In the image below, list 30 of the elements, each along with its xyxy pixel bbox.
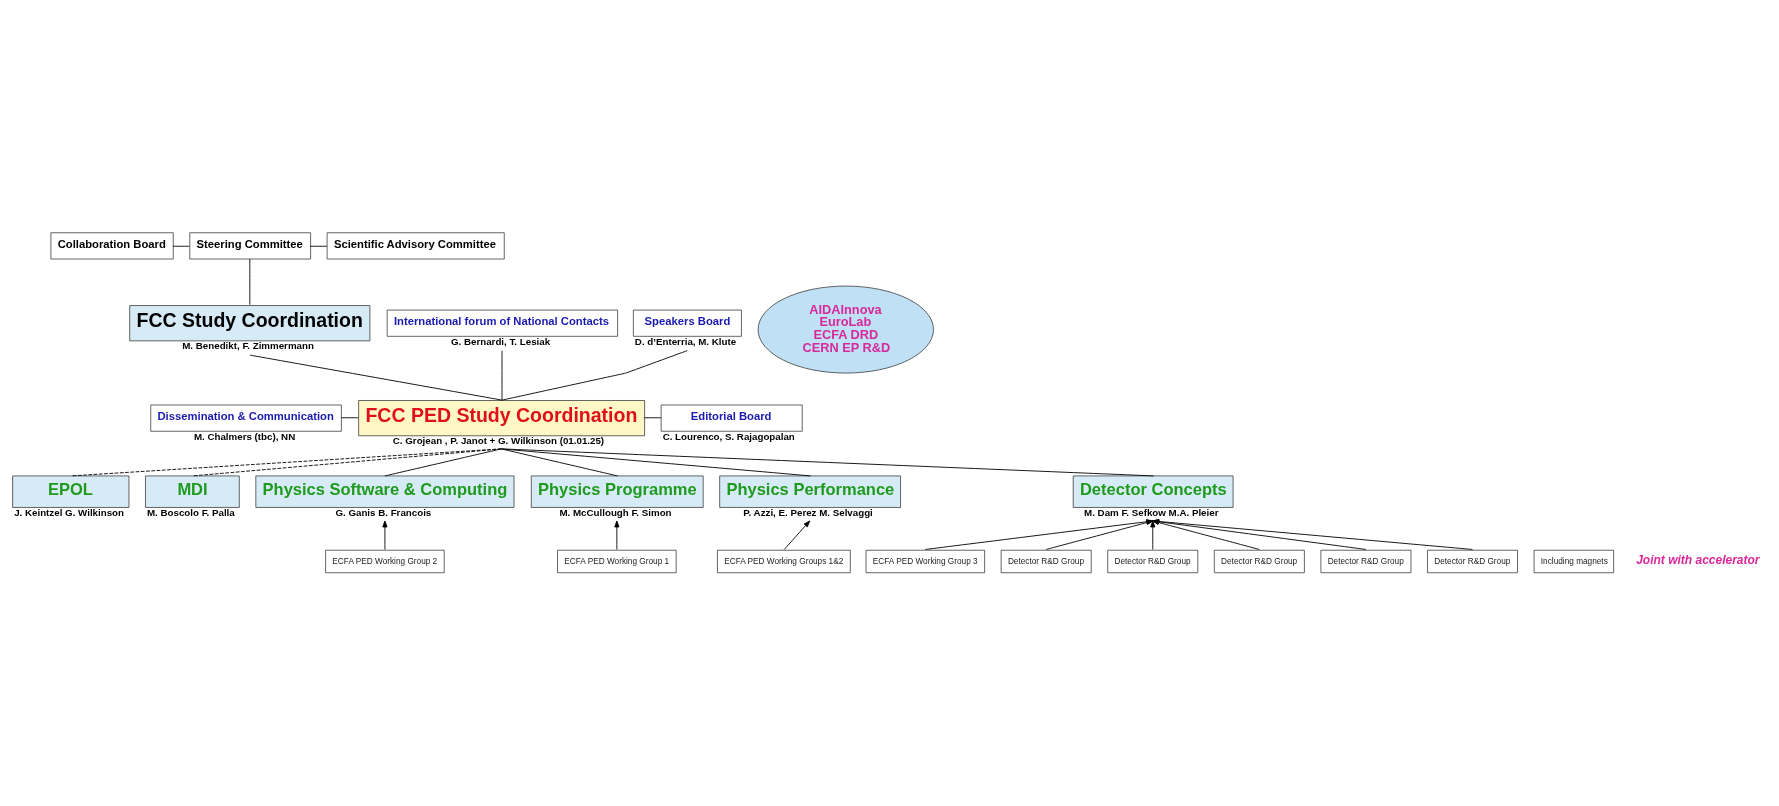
connector — [249, 354, 503, 401]
node-ellipse: AIDAInnova EuroLab ECFA DRD CERN EP R&D — [757, 285, 934, 373]
connector — [643, 416, 662, 418]
connector — [500, 447, 1154, 476]
arrow — [1150, 520, 1156, 550]
node-label: M. Boscolo F. Palla — [146, 506, 235, 518]
node-label: G. Ganis B. Francois — [335, 506, 432, 518]
connector — [172, 245, 190, 247]
node-label: G. Bernardi, T. Lesiak — [450, 335, 551, 347]
connector — [70, 447, 502, 476]
node-label: C. Grojean , P. Janot + G. Wilkinson (01.01.25) — [392, 434, 605, 446]
connector — [501, 349, 503, 401]
connector — [501, 349, 688, 401]
label: Joint with accelerator — [1636, 552, 1760, 567]
node-label: M. McCullough F. Simon — [559, 506, 672, 518]
node-label: M. Dam F. Sefkow M.A. Pleier — [1084, 506, 1219, 518]
arrow — [382, 520, 388, 550]
connector — [192, 447, 502, 476]
node-label: D. d’Enterria, M. Klute — [634, 335, 737, 347]
connector — [309, 245, 328, 247]
node-label: M. Benedikt, F. Zimmermann — [182, 339, 314, 351]
node-label: J. Keintzel G. Wilkinson — [14, 506, 125, 518]
connector — [340, 416, 359, 418]
node-label: M. Chalmers (tbc), NN — [193, 430, 296, 442]
node-label: C. Lourenco, S. Rajagopalan — [662, 430, 795, 442]
arrow — [783, 520, 811, 550]
node-label: P. Azzi, E. Perez M. Selvaggi — [743, 506, 873, 518]
arrow — [614, 520, 620, 550]
connector — [384, 447, 502, 476]
connector — [249, 258, 251, 305]
